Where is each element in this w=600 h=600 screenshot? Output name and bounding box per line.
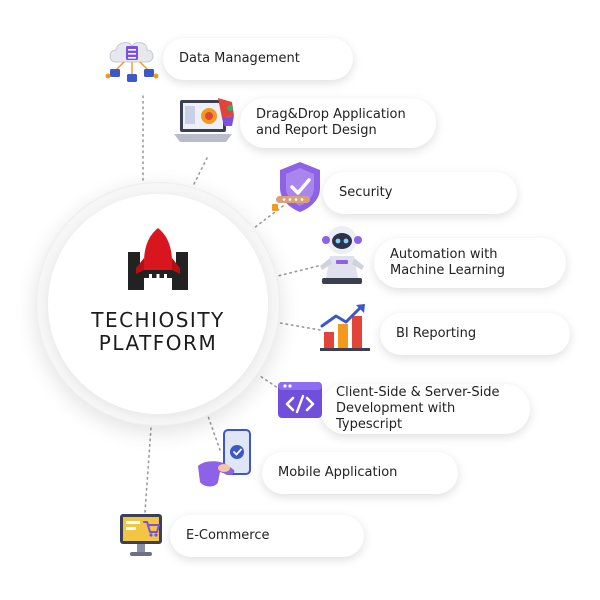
feature-label: Automation with Machine Learning: [390, 247, 505, 278]
feature-label: Drag&Drop Application and Report Design: [256, 107, 406, 138]
hub-title-line2: PLATFORM: [98, 331, 218, 355]
connector-security: [253, 205, 284, 229]
phone-in-hand-icon: [198, 429, 251, 487]
connector-ecommerce: [144, 427, 152, 513]
code-window-icon: [278, 382, 322, 418]
connector-bi-reporting: [279, 322, 321, 331]
feature-data-management: Data Management: [163, 38, 353, 80]
shield-check-icon: [272, 162, 320, 212]
feature-security: Security: [323, 172, 517, 214]
feature-automation-ml: Automation with Machine Learning: [374, 238, 566, 288]
robot-icon: [320, 226, 364, 284]
feature-client-server-typescript: Client-Side & Server-Side Development wi…: [320, 384, 530, 434]
rocket-logo-icon: [128, 228, 188, 296]
feature-ecommerce: E-Commerce: [170, 515, 364, 557]
feature-label: BI Reporting: [396, 326, 477, 341]
hub-title-line1: TECHIOSITY: [91, 308, 225, 332]
cloud-database-icon: [105, 42, 159, 82]
feature-label: Mobile Application: [278, 465, 398, 480]
feature-mobile-application: Mobile Application: [262, 452, 458, 494]
bar-chart-growth-icon: [320, 304, 370, 351]
connector-automation: [277, 265, 319, 277]
feature-drag-drop-design: Drag&Drop Application and Report Design: [240, 98, 436, 148]
feature-label: Data Management: [179, 51, 300, 66]
connector-drag-drop: [192, 157, 208, 187]
feature-label: Security: [339, 185, 393, 200]
feature-label: Client-Side & Server-Side Development wi…: [336, 385, 500, 432]
connector-mobile: [207, 415, 221, 451]
laptop-design-icon: [174, 98, 234, 142]
feature-bi-reporting: BI Reporting: [380, 313, 570, 355]
shopping-monitor-icon: [120, 514, 162, 556]
feature-label: E-Commerce: [186, 528, 270, 543]
